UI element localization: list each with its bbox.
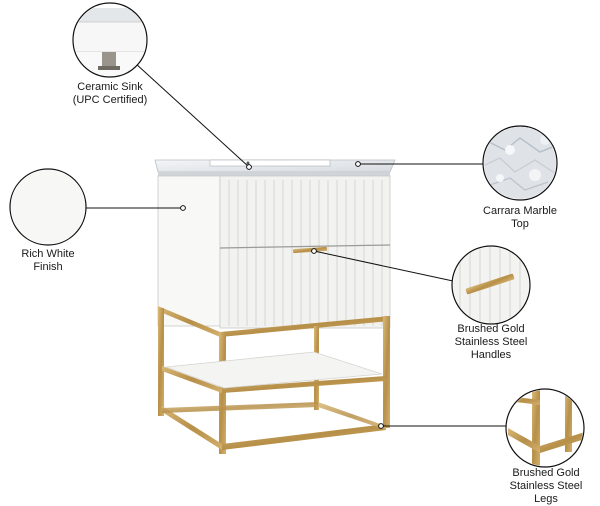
drawer-handle xyxy=(292,246,328,254)
sink-label-line-2: (UPC Certified) xyxy=(72,94,148,106)
finish-label-line-2: Finish xyxy=(33,261,63,273)
sink-label: Ceramic Sink (UPC Certified) xyxy=(60,81,160,107)
shelf xyxy=(165,351,383,389)
leader-dots xyxy=(180,161,384,429)
leader-lines xyxy=(85,62,507,427)
handles-label: Brushed Gold Stainless Steel Handles xyxy=(441,323,541,362)
vanity xyxy=(154,159,396,454)
gold-frame xyxy=(158,306,390,454)
handle-detail-icon xyxy=(451,245,531,325)
marble-detail-icon xyxy=(482,125,558,201)
finish-label-line-1: Rich White xyxy=(21,248,75,260)
marble-top-label-line-1: Carrara Marble xyxy=(483,205,557,217)
marble-top-label-line-2: Top xyxy=(511,218,529,230)
legs-label-line-1: Brushed Gold xyxy=(512,467,580,479)
sink-detail-icon xyxy=(72,2,148,78)
legs-label: Brushed Gold Stainless Steel Legs xyxy=(496,467,596,506)
marble-top-label: Carrara Marble Top xyxy=(472,205,568,231)
handles-label-line-1: Brushed Gold xyxy=(457,323,525,335)
sink-label-line-1: Ceramic Sink xyxy=(77,81,143,93)
legs-label-line-2: Stainless Steel xyxy=(509,480,583,492)
legs-label-line-3: Legs xyxy=(534,493,558,505)
finish-detail-icon xyxy=(9,168,87,246)
finish-label: Rich White Finish xyxy=(5,248,91,274)
handles-label-line-2: Stainless Steel xyxy=(454,336,528,348)
cabinet-side xyxy=(157,175,221,327)
handles-label-line-3: Handles xyxy=(470,349,512,361)
sink-basin xyxy=(209,159,331,167)
legs-detail-icon xyxy=(505,388,585,468)
fluted-panel xyxy=(228,180,383,326)
